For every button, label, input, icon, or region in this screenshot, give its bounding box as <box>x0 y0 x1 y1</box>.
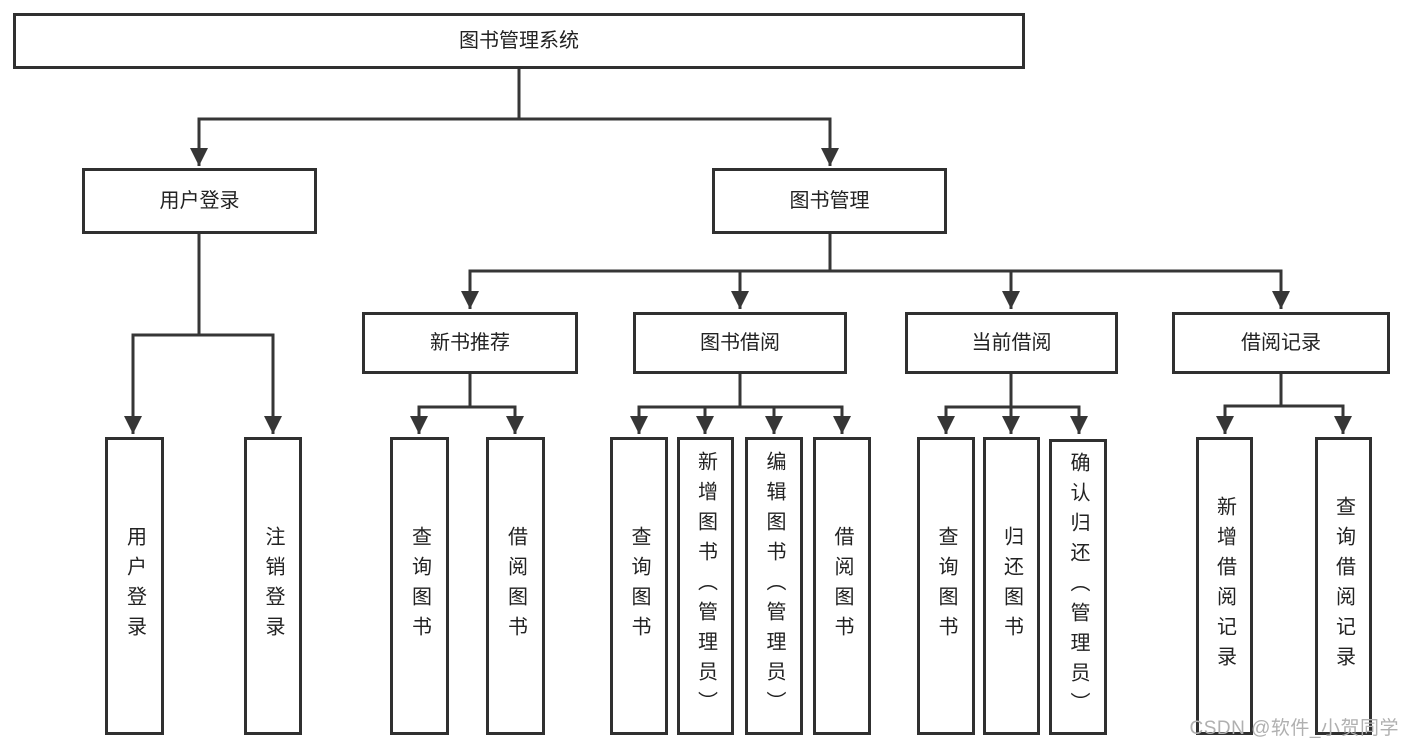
leaf-current-confirm-return-admin: 确认归还（管理员） <box>1049 439 1107 735</box>
node-user-login-label: 用户登录 <box>159 190 240 212</box>
connector-root-split <box>190 69 839 166</box>
connector-book-borrow-split <box>630 374 851 434</box>
node-borrowing-records: 借阅记录 <box>1172 312 1390 374</box>
node-book-management-label: 图书管理 <box>789 190 870 212</box>
node-borrowing-records-label: 借阅记录 <box>1241 332 1321 354</box>
leaf-borrow-edit-books-admin-label: 编辑图书（管理员） <box>763 451 785 721</box>
node-book-borrowing-label: 图书借阅 <box>700 332 780 354</box>
leaf-records-add-borrow-record-label: 新增借阅记录 <box>1213 496 1236 676</box>
leaf-records-query-borrow-record: 查询借阅记录 <box>1315 437 1372 735</box>
leaf-newbooks-query-books-label: 查询图书 <box>408 526 431 646</box>
node-current-borrowing-label: 当前借阅 <box>971 332 1052 354</box>
node-book-management: 图书管理 <box>712 168 947 234</box>
leaf-newbooks-query-books: 查询图书 <box>390 437 449 735</box>
connector-user-login-split <box>124 234 282 434</box>
leaf-borrow-edit-books-admin: 编辑图书（管理员） <box>745 437 803 735</box>
leaf-user-login: 用户登录 <box>105 437 164 735</box>
connector-new-book-split <box>410 374 524 434</box>
node-current-borrowing: 当前借阅 <box>905 312 1118 374</box>
node-new-book-recommend-label: 新书推荐 <box>430 332 510 354</box>
leaf-current-return-books-label: 归还图书 <box>1000 526 1023 646</box>
leaf-logout-label: 注销登录 <box>262 526 284 646</box>
connector-current-borrow-split <box>937 374 1088 434</box>
leaf-borrow-query-books: 查询图书 <box>610 437 668 735</box>
node-root-label: 图书管理系统 <box>459 30 579 52</box>
leaf-records-query-borrow-record-label: 查询借阅记录 <box>1332 496 1355 676</box>
leaf-user-login-label: 用户登录 <box>123 526 146 646</box>
leaf-current-confirm-return-admin-label: 确认归还（管理员） <box>1067 452 1089 722</box>
csdn-watermark: CSDN @软件_小贺同学 <box>1189 718 1399 739</box>
node-new-book-recommend: 新书推荐 <box>362 312 578 374</box>
leaf-borrow-query-books-label: 查询图书 <box>628 526 650 646</box>
node-user-login: 用户登录 <box>82 168 317 234</box>
connector-borrow-records-split <box>1216 374 1352 434</box>
leaf-newbooks-borrow-books-label: 借阅图书 <box>504 526 527 646</box>
connector-book-management-split <box>461 234 1290 309</box>
leaf-current-query-books-label: 查询图书 <box>935 526 957 646</box>
leaf-borrow-add-books-admin: 新增图书（管理员） <box>677 437 734 735</box>
leaf-current-return-books: 归还图书 <box>983 437 1040 735</box>
node-book-borrowing: 图书借阅 <box>633 312 847 374</box>
leaf-borrow-borrow-books-label: 借阅图书 <box>831 526 853 646</box>
leaf-logout: 注销登录 <box>244 437 302 735</box>
leaf-current-query-books: 查询图书 <box>917 437 975 735</box>
node-root-system: 图书管理系统 <box>13 13 1025 69</box>
leaf-records-add-borrow-record: 新增借阅记录 <box>1196 437 1253 735</box>
leaf-newbooks-borrow-books: 借阅图书 <box>486 437 545 735</box>
leaf-borrow-add-books-admin-label: 新增图书（管理员） <box>694 451 717 721</box>
leaf-borrow-borrow-books: 借阅图书 <box>813 437 871 735</box>
